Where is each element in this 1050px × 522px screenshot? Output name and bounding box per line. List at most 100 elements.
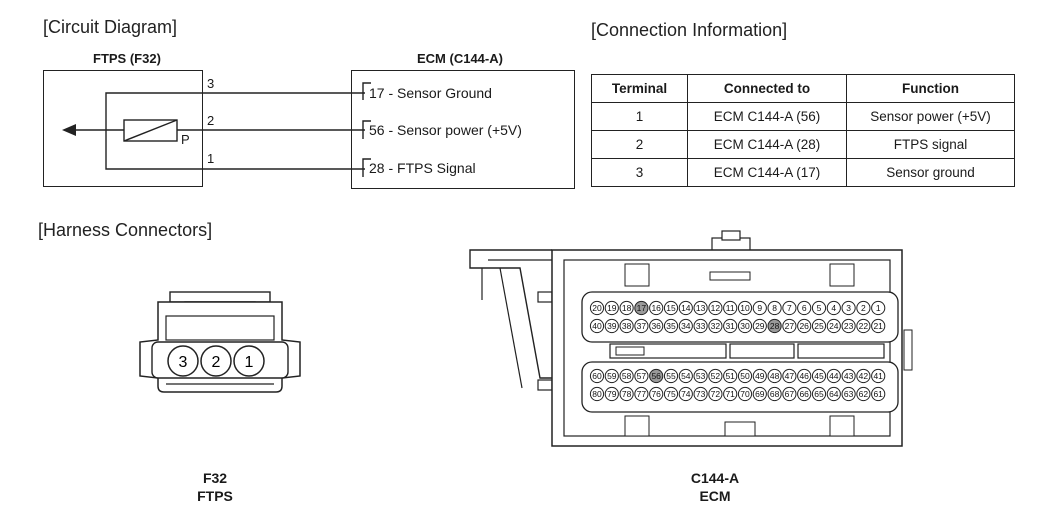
c144-name: C144-A [690, 470, 740, 486]
c144-pin-3 [841, 300, 856, 316]
c144-pin-label-9: 9 [757, 303, 762, 313]
c144-pin-43 [841, 368, 856, 384]
c144-pin-37 [634, 318, 649, 334]
c144-pin-57 [634, 368, 649, 384]
c144-pin-label-68: 68 [770, 389, 780, 399]
c144-pin-label-80: 80 [592, 389, 602, 399]
c144-pin-17 [634, 300, 649, 316]
c144-pin-28 [767, 318, 782, 334]
c144-pin-label-18: 18 [622, 303, 632, 313]
c144-pin-label-7: 7 [787, 303, 792, 313]
c144-pin-label-75: 75 [666, 389, 676, 399]
c144-pin-label-33: 33 [696, 321, 706, 331]
c144-pin-48 [767, 368, 782, 384]
c144-pin-label-26: 26 [799, 321, 809, 331]
c144-pin-13 [693, 300, 708, 316]
ecm-terminal-56: 56 - Sensor power (+5V) [369, 122, 522, 138]
sensor-pin-p: P [181, 132, 190, 147]
sensor-ground-and-signal-wire [105, 92, 365, 170]
c144-pin-label-15: 15 [666, 303, 676, 313]
c144-pin-label-3: 3 [846, 303, 851, 313]
c144-pin-label-74: 74 [681, 389, 691, 399]
c144-pin-label-69: 69 [755, 389, 765, 399]
c144-pin-62 [856, 386, 871, 402]
c144-pin-61 [871, 386, 886, 402]
c144-pin-label-67: 67 [785, 389, 795, 399]
c144-pin-label-35: 35 [666, 321, 676, 331]
c144-pin-71 [723, 386, 738, 402]
table-row: 3 ECM C144-A (17) Sensor ground [591, 158, 1015, 187]
c144-pin-25 [811, 318, 827, 334]
c144-pin-2 [856, 300, 871, 316]
c144-pin-77 [634, 386, 649, 402]
c144-pin-label-21: 21 [873, 321, 883, 331]
c144-pin-label-27: 27 [785, 321, 795, 331]
c144-pin-52 [708, 368, 723, 384]
f32-connector: 3 2 1 [139, 291, 301, 393]
c144-pin-55 [663, 368, 679, 384]
c144-pin-72 [708, 386, 723, 402]
c144-pin-label-20: 20 [592, 303, 602, 313]
header-terminal: Terminal [591, 74, 688, 103]
c144-pin-14 [678, 300, 693, 316]
c144-pin-18 [619, 300, 634, 316]
c144-pin-8 [767, 300, 782, 316]
circuit-wires: P 3 2 1 17 - Sensor Ground 56 - Sensor p… [62, 76, 522, 177]
c144-pin-4 [826, 300, 841, 316]
connection-info-heading: [Connection Information] [591, 20, 788, 40]
c144-pin-label-25: 25 [814, 321, 824, 331]
c144-pin-67 [782, 386, 797, 402]
cell-function: Sensor ground [846, 158, 1015, 187]
ecm-terminal-28: 28 - FTPS Signal [369, 160, 476, 176]
c144-pin-21 [871, 318, 886, 334]
c144-pin-label-65: 65 [814, 389, 824, 399]
c144-pin-51 [723, 368, 738, 384]
c144-pin-20 [589, 300, 605, 316]
c144-pin-1 [871, 300, 886, 316]
c144-pin-label-29: 29 [755, 321, 765, 331]
cell-function: FTPS signal [846, 130, 1015, 159]
connection-table: Terminal Connected to Function 1 ECM C14… [591, 74, 1015, 187]
ecm-label: ECM (C144-A) [417, 51, 503, 66]
c144-pin-27 [782, 318, 797, 334]
c144-pin-label-76: 76 [651, 389, 661, 399]
cell-terminal: 1 [591, 102, 688, 131]
c144-pin-16 [649, 300, 664, 316]
c144-pin-label-49: 49 [755, 371, 765, 381]
c144-pin-label-48: 48 [770, 371, 780, 381]
f32-desc: FTPS [197, 488, 233, 504]
c144-pin-label-71: 71 [725, 389, 735, 399]
c144-pin-label-12: 12 [711, 303, 721, 313]
c144-pin-label-63: 63 [844, 389, 854, 399]
c144-pin-42 [856, 368, 871, 384]
c144-pin-29 [752, 318, 767, 334]
c144-pin-11 [723, 300, 738, 316]
arrow-left-icon [62, 124, 76, 136]
c144-pin-label-59: 59 [607, 371, 617, 381]
c144-pin-19 [604, 300, 619, 316]
c144-pin-49 [752, 368, 767, 384]
c144-pin-label-53: 53 [696, 371, 706, 381]
cell-terminal: 3 [591, 158, 688, 187]
c144-pin-label-30: 30 [740, 321, 750, 331]
c144-pin-76 [649, 386, 664, 402]
c144-pin-6 [797, 300, 812, 316]
f32-pin-3: 3 [179, 354, 188, 371]
c144-pin-41 [871, 368, 886, 384]
ftps-box [43, 70, 203, 187]
c144-pin-label-28: 28 [770, 321, 780, 331]
c144-pin-label-55: 55 [666, 371, 676, 381]
c144-pin-31 [723, 318, 738, 334]
c144-pin-44 [826, 368, 841, 384]
c144-pin-label-79: 79 [607, 389, 617, 399]
c144-pin-38 [619, 318, 634, 334]
c144-pin-45 [811, 368, 827, 384]
c144-pin-30 [737, 318, 753, 334]
c144-pin-label-8: 8 [772, 303, 777, 313]
c144-pin-60 [589, 368, 605, 384]
ftps-label: FTPS (F32) [93, 51, 161, 66]
c144-pin-label-23: 23 [844, 321, 854, 331]
cell-function: Sensor power (+5V) [846, 102, 1015, 131]
c144-pin-46 [797, 368, 812, 384]
cell-connected-to: ECM C144-A (17) [687, 158, 847, 187]
